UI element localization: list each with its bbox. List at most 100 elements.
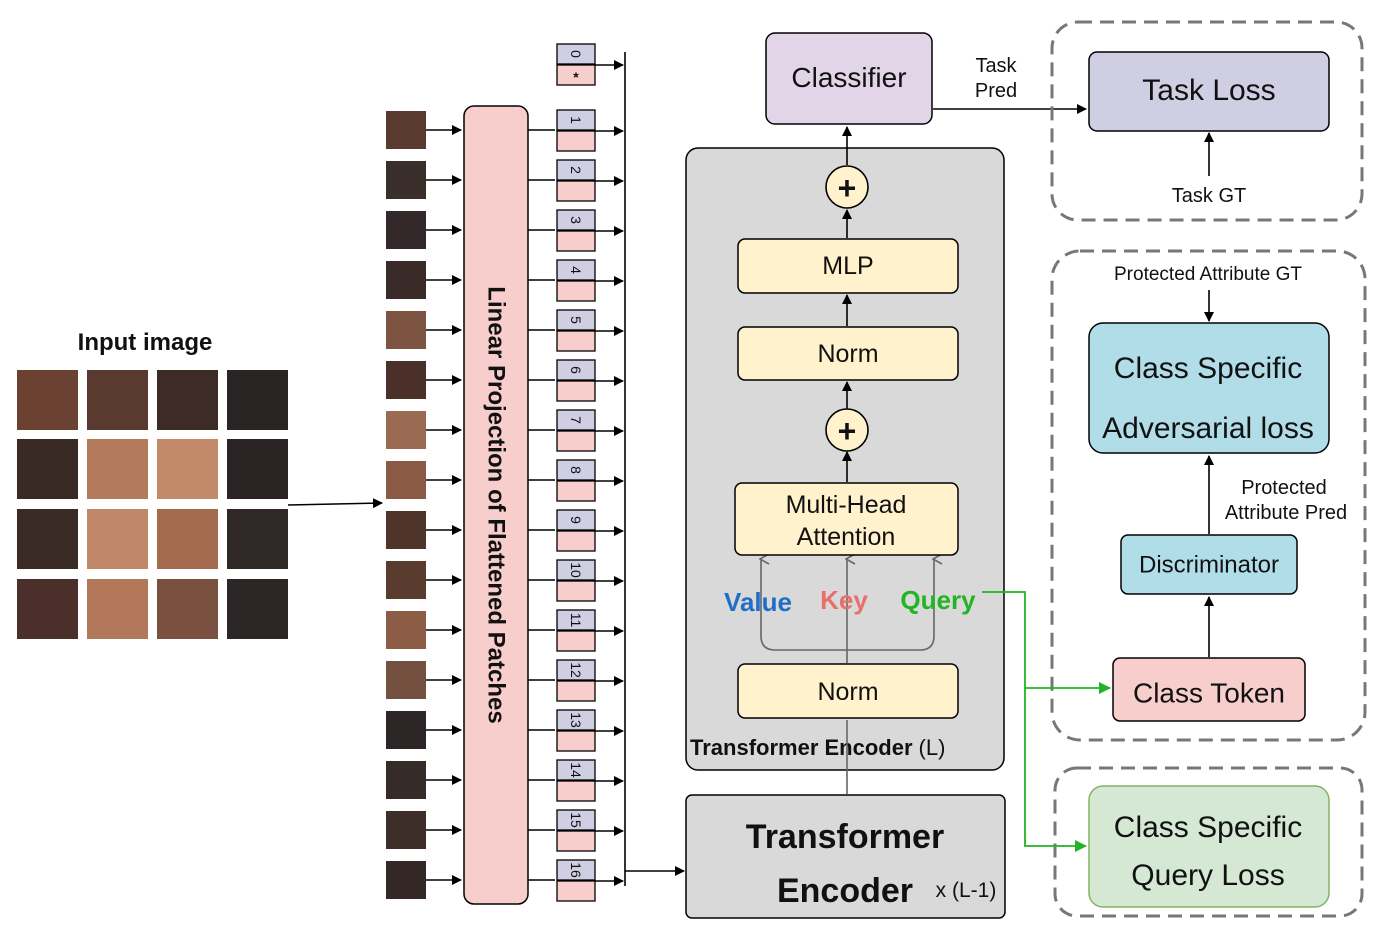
query-loss-block (1088, 785, 1330, 908)
patch-token: 14 (556, 759, 624, 802)
protected-attribute-gt-label: Protected Attribute GT (1114, 264, 1302, 285)
patch-token: 3 (556, 209, 624, 252)
protected-pred-line1: Protected (1241, 477, 1327, 499)
adversarial-loss-block (1088, 322, 1330, 454)
encoder-L1-line1: Transformer (746, 818, 944, 856)
token-index-label: 15 (568, 812, 584, 828)
adversarial-loss-line2: Adversarial loss (1102, 412, 1314, 445)
input-image-patch (87, 439, 148, 499)
patch-thumbnail (386, 511, 426, 549)
encoder-L1-line2: Encoder (777, 872, 913, 910)
encoder-L-title: Transformer Encoder(L) (690, 735, 945, 760)
protected-pred-line2: Attribute Pred (1225, 502, 1347, 524)
token-index-label: 10 (568, 562, 584, 578)
token-index-label: 8 (568, 466, 584, 474)
class-token-label: Class Token (1133, 678, 1285, 709)
residual-add-icon-top (825, 165, 869, 209)
encoder-L1-repeat: x (L-1) (936, 879, 997, 902)
patch-token: 10 (556, 559, 624, 602)
discriminator-label: Discriminator (1139, 552, 1279, 579)
token-index-label: 7 (568, 416, 584, 424)
patch-thumbnail (386, 561, 426, 599)
token-index-label: 1 (568, 116, 584, 124)
patch-token: 9 (556, 509, 624, 552)
patch-token: 5 (556, 309, 624, 352)
patch-token: 13 (556, 709, 624, 752)
residual-add-symbol-bottom: + (838, 413, 857, 449)
input-image-patch (87, 370, 148, 430)
task-gt-label: Task GT (1172, 185, 1246, 207)
class-token-block (1112, 657, 1306, 722)
task-pred-line1: Task (975, 55, 1017, 77)
classifier-block (765, 32, 933, 125)
patch-thumbnail (386, 161, 426, 199)
patch-column (386, 111, 462, 899)
token-index-label: 5 (568, 316, 584, 324)
patch-token: 2 (556, 159, 624, 202)
patch-token: 7 (556, 409, 624, 452)
patch-token: 12 (556, 659, 624, 702)
input-image-patch (17, 579, 78, 639)
token-index-label: 4 (568, 266, 584, 274)
cls-token: 0* (556, 43, 624, 86)
input-arrow (287, 498, 383, 509)
task-loss-block (1088, 51, 1330, 132)
input-image-patch (157, 579, 218, 639)
patch-thumbnail (386, 761, 426, 799)
linear-projection-label: Linear Projection of Flattened Patches (483, 286, 510, 723)
patch-token: 8 (556, 459, 624, 502)
value-label: Value (724, 587, 792, 617)
patch-thumbnail (386, 111, 426, 149)
query-loss-line1: Class Specific (1114, 811, 1302, 844)
input-image-patch (87, 579, 148, 639)
linear-projection-box (463, 105, 529, 905)
mlp-label: MLP (822, 252, 873, 280)
input-image-patch (157, 370, 218, 430)
task-pred-line2: Pred (975, 80, 1017, 102)
token-index-label: 16 (568, 862, 584, 878)
discriminator-block (1120, 534, 1298, 595)
residual-add-symbol-top: + (838, 170, 857, 206)
token-index-label: 12 (568, 662, 584, 678)
token-index-label: 6 (568, 366, 584, 374)
patch-thumbnail (386, 211, 426, 249)
residual-add-icon-bottom (825, 408, 869, 452)
adversarial-loss-line1: Class Specific (1114, 352, 1302, 385)
input-image-patch (17, 509, 78, 569)
input-image-patch (227, 439, 288, 499)
mha-label-line1: Multi-Head (786, 491, 907, 519)
mha-label-line2: Attention (797, 523, 896, 551)
patch-token: 15 (556, 809, 624, 852)
patch-thumbnail (386, 461, 426, 499)
transformer-encoder-L-minus-1 (685, 794, 1006, 919)
input-image-patch (157, 509, 218, 569)
classifier-label: Classifier (791, 62, 906, 93)
token-index-label: 3 (568, 216, 584, 224)
query-arrow (880, 559, 934, 651)
multi-head-attention-block (734, 482, 959, 556)
patch-token: 11 (556, 609, 624, 652)
patch-token: 6 (556, 359, 624, 402)
query-label: Query (900, 585, 976, 615)
token-index-label: 0 (568, 50, 584, 58)
token-index-label: 2 (568, 166, 584, 174)
query-loss-line2: Query Loss (1131, 859, 1284, 892)
input-image-patch (17, 439, 78, 499)
norm-top-block (737, 326, 959, 381)
input-image-patch (227, 509, 288, 569)
patch-thumbnail (386, 711, 426, 749)
patch-thumbnail (386, 311, 426, 349)
patch-thumbnail (386, 811, 426, 849)
token-index-label: 11 (568, 613, 584, 628)
patch-thumbnail (386, 661, 426, 699)
patch-token: 4 (556, 259, 624, 302)
patch-thumbnail (386, 361, 426, 399)
value-arrow (761, 559, 810, 651)
query-to-query-loss-connector (982, 591, 1087, 852)
patch-thumbnail (386, 611, 426, 649)
input-image-patch (87, 509, 148, 569)
patch-thumbnail (386, 861, 426, 899)
adversarial-group (1050, 249, 1367, 742)
